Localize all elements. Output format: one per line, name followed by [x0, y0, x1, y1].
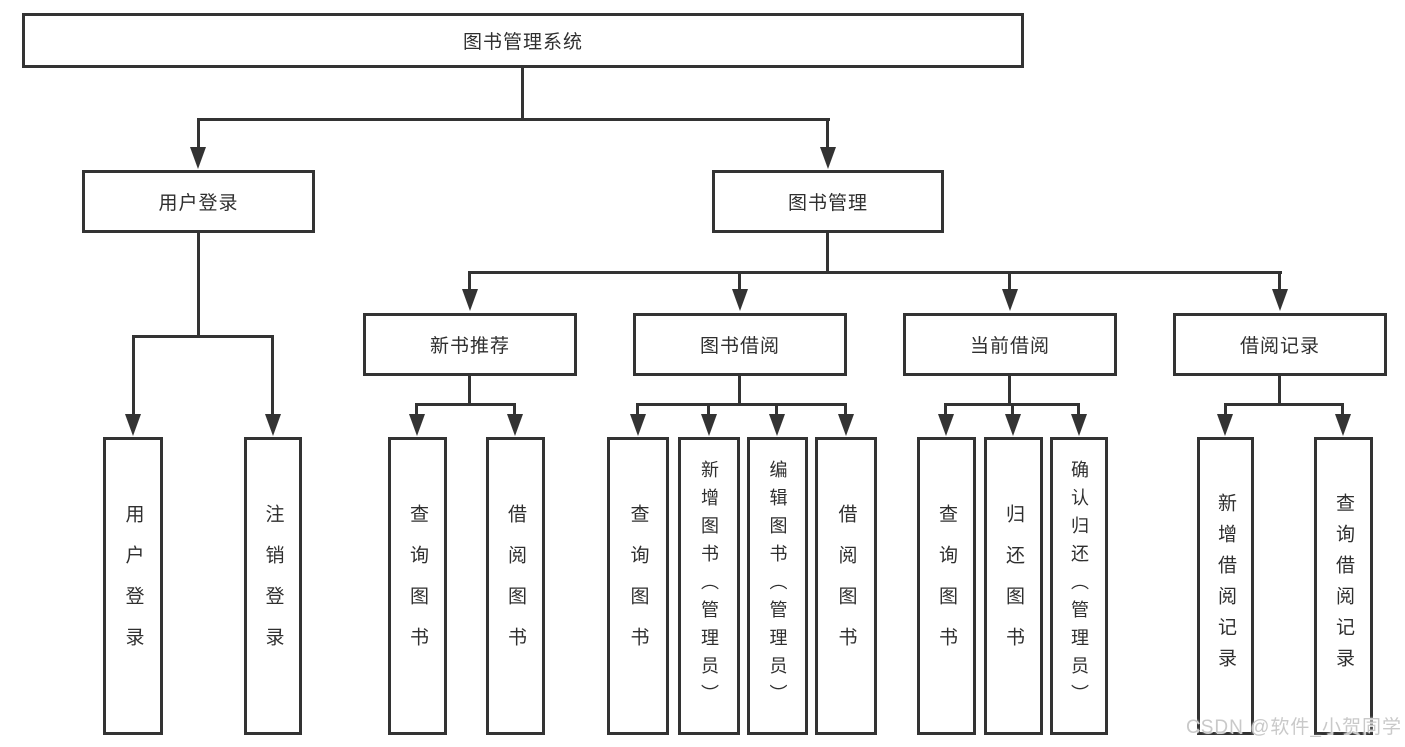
connector-line — [738, 271, 741, 291]
connector-line — [1224, 403, 1227, 415]
node-new-book-recommend: 新书推荐 — [363, 313, 577, 376]
node-book-borrowing: 图书借阅 — [633, 313, 847, 376]
connector-line — [197, 118, 200, 150]
arrowhead-icon — [769, 414, 785, 436]
node-label: 新书推荐 — [429, 336, 510, 357]
connector-line — [197, 233, 200, 335]
arrowhead-icon — [265, 414, 281, 436]
arrowhead-icon — [1002, 289, 1018, 311]
arrowhead-icon — [507, 414, 523, 436]
node-label: 查询图书 — [407, 504, 428, 668]
node-label: 新增图书（管理员） — [699, 460, 719, 712]
node-label: 归还图书 — [1003, 504, 1024, 668]
arrowhead-icon — [701, 414, 717, 436]
arrowhead-icon — [1272, 289, 1288, 311]
node-label: 编辑图书（管理员） — [767, 460, 788, 712]
connector-line — [1341, 403, 1344, 415]
connector-line — [738, 376, 741, 403]
connector-line — [944, 403, 947, 415]
arrowhead-icon — [630, 414, 646, 436]
node-current-borrowing: 当前借阅 — [903, 313, 1117, 376]
leaf-cb-return-book: 归还图书 — [984, 437, 1043, 735]
node-label: 查询借阅记录 — [1333, 493, 1354, 679]
node-label: 图书管理系统 — [462, 32, 583, 53]
node-label: 借阅记录 — [1239, 336, 1320, 357]
connector-line — [1011, 403, 1014, 415]
node-label: 查询图书 — [627, 504, 649, 668]
leaf-cb-query-book: 查询图书 — [917, 437, 976, 735]
connector-line — [468, 271, 471, 291]
arrowhead-icon — [838, 414, 854, 436]
connector-line — [1278, 376, 1281, 403]
leaf-cb-confirm-return-admin: 确认归还（管理员） — [1050, 437, 1108, 735]
connector-line — [826, 233, 829, 271]
leaf-bb-edit-book-admin: 编辑图书（管理员） — [747, 437, 808, 735]
node-user-login: 用户登录 — [82, 170, 315, 233]
connector-line — [197, 118, 830, 121]
connector-line — [636, 403, 639, 415]
leaf-logout-login: 注销登录 — [244, 437, 302, 735]
node-label: 借阅图书 — [835, 504, 857, 668]
node-label: 用户登录 — [158, 193, 239, 214]
leaf-user-login: 用户登录 — [103, 437, 163, 735]
arrowhead-icon — [409, 414, 425, 436]
connector-line — [1008, 271, 1011, 291]
arrowhead-icon — [732, 289, 748, 311]
arrowhead-icon — [462, 289, 478, 311]
leaf-bb-add-book-admin: 新增图书（管理员） — [678, 437, 740, 735]
connector-line — [468, 271, 1282, 274]
leaf-bb-borrow-book: 借阅图书 — [815, 437, 877, 735]
node-label: 当前借阅 — [969, 336, 1050, 357]
connector-line — [513, 403, 516, 415]
connector-line — [826, 118, 829, 150]
connector-line — [707, 403, 710, 415]
connector-line — [636, 403, 847, 406]
arrowhead-icon — [125, 414, 141, 436]
arrowhead-icon — [1071, 414, 1087, 436]
connector-line — [415, 403, 516, 406]
connector-line — [271, 335, 274, 416]
arrowhead-icon — [190, 147, 206, 169]
arrowhead-icon — [1335, 414, 1351, 436]
connector-line — [1008, 376, 1011, 403]
arrowhead-icon — [1005, 414, 1021, 436]
node-label: 借阅图书 — [505, 504, 526, 668]
connector-line — [844, 403, 847, 415]
leaf-nbr-query-book: 查询图书 — [388, 437, 447, 735]
leaf-br-query-record: 查询借阅记录 — [1314, 437, 1373, 735]
node-label: 用户登录 — [122, 504, 144, 668]
connector-line — [521, 68, 524, 118]
connector-line — [1077, 403, 1080, 415]
arrowhead-icon — [1217, 414, 1233, 436]
connector-line — [132, 335, 274, 338]
node-book-management: 图书管理 — [712, 170, 944, 233]
connector-line — [1278, 271, 1281, 291]
leaf-br-add-record: 新增借阅记录 — [1197, 437, 1254, 735]
watermark: CSDN @软件_小贺同学 — [1186, 717, 1402, 738]
connector-line — [415, 403, 418, 415]
arrowhead-icon — [820, 147, 836, 169]
connector-line — [132, 335, 135, 416]
leaf-nbr-borrow-book: 借阅图书 — [486, 437, 545, 735]
arrowhead-icon — [938, 414, 954, 436]
node-label: 图书借阅 — [699, 336, 780, 357]
connector-line — [1224, 403, 1344, 406]
node-root: 图书管理系统 — [22, 13, 1024, 68]
node-label: 确认归还（管理员） — [1069, 460, 1089, 712]
connector-line — [468, 376, 471, 403]
node-label: 新增借阅记录 — [1215, 493, 1236, 679]
connector-line — [775, 403, 778, 415]
node-borrow-records: 借阅记录 — [1173, 313, 1387, 376]
leaf-bb-query-book: 查询图书 — [607, 437, 669, 735]
node-label: 图书管理 — [787, 193, 868, 214]
node-label: 查询图书 — [936, 504, 957, 668]
node-label: 注销登录 — [262, 504, 284, 668]
